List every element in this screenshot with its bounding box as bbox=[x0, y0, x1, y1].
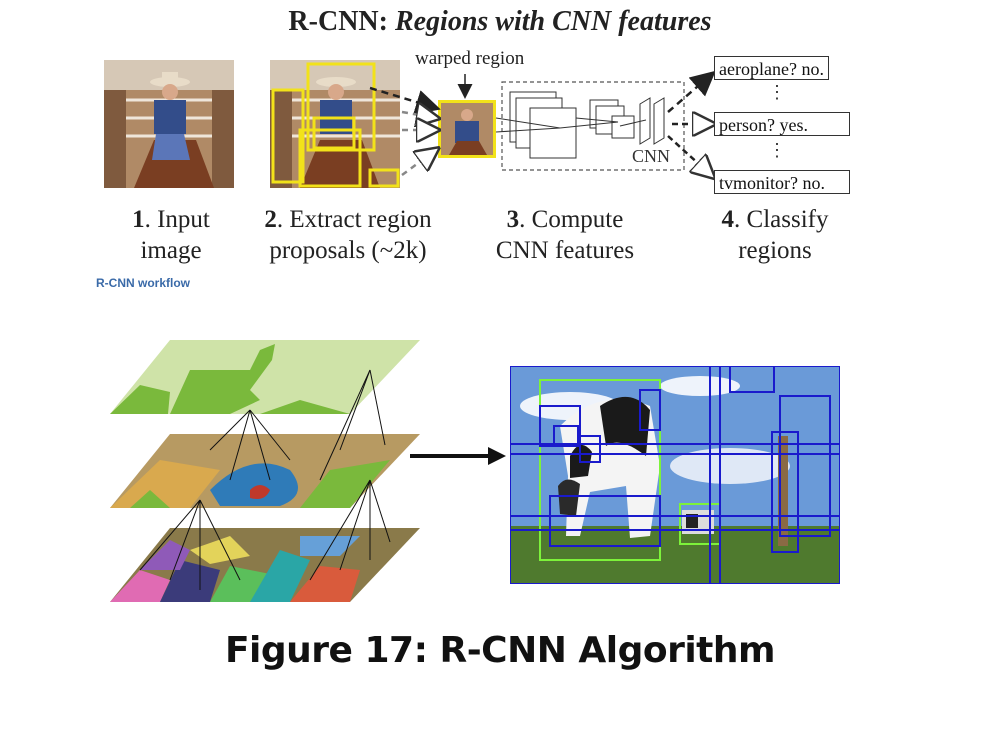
cnn-diagram bbox=[369, 70, 1000, 300]
workflow-caption: R-CNN workflow bbox=[96, 276, 190, 290]
input-image bbox=[104, 60, 234, 188]
class-box-aeroplane: aeroplane? no. bbox=[714, 56, 829, 80]
warped-region-label: warped region bbox=[415, 48, 525, 69]
diagram-title: R-CNN: Regions with CNN features bbox=[288, 6, 712, 37]
result-arrow-icon bbox=[410, 447, 506, 465]
ellipsis-1: ⋮ bbox=[768, 82, 786, 102]
ellipsis-2: ⋮ bbox=[768, 140, 786, 160]
detection-result-image bbox=[510, 366, 840, 584]
figure-caption: Figure 17: R-CNN Algorithm bbox=[224, 630, 776, 671]
region-proposals-image bbox=[270, 60, 400, 188]
class-box-tvmonitor: tvmonitor? no. bbox=[714, 170, 850, 194]
warped-region-image bbox=[438, 100, 496, 158]
class-box-person: person? yes. bbox=[714, 112, 850, 136]
segmentation-layers bbox=[110, 340, 420, 602]
cnn-label: CNN bbox=[632, 146, 671, 166]
